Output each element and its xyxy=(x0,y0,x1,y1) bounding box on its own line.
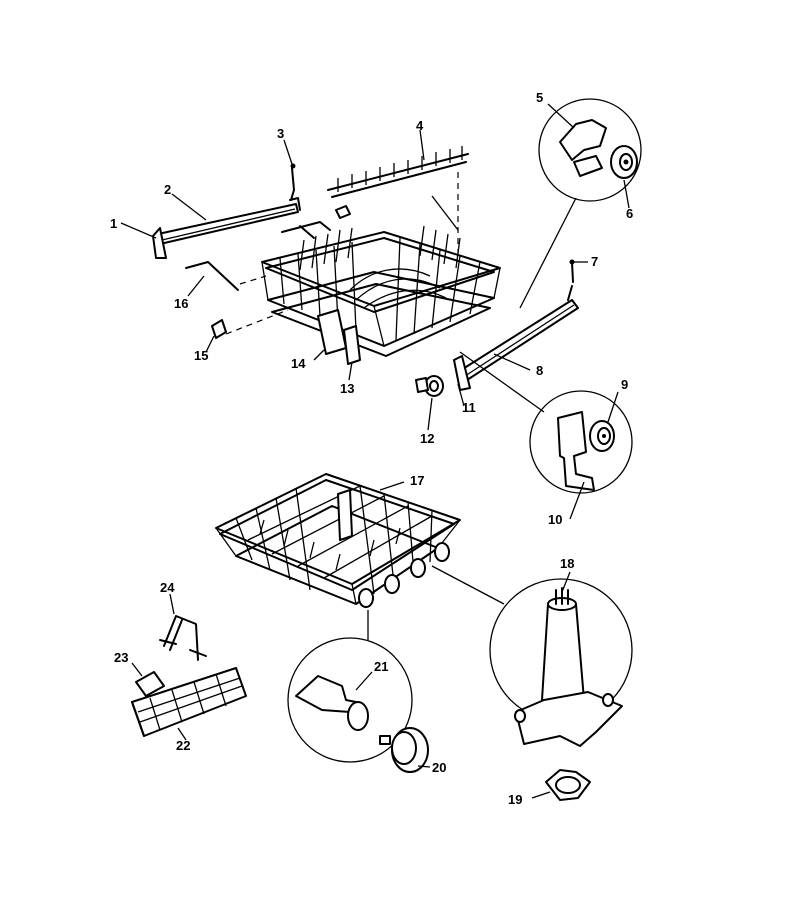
part-left-rack-rail xyxy=(152,197,301,259)
callout-14: 14 xyxy=(291,356,306,371)
callout-7: 7 xyxy=(591,254,598,269)
part-basket-lid-23 xyxy=(135,671,165,697)
callout-23: 23 xyxy=(114,650,128,665)
detail-circle-20-21 xyxy=(287,637,429,773)
leader-lines xyxy=(120,103,630,799)
upper-rack-basket xyxy=(261,225,501,365)
part-silverware-basket-22 xyxy=(131,667,247,737)
part-clip-upper xyxy=(335,205,351,219)
callout-6: 6 xyxy=(626,206,633,221)
alignment-dashed-lines xyxy=(225,172,459,335)
callout-13: 13 xyxy=(340,381,354,396)
detail-circle-5-6 xyxy=(538,98,642,202)
callout-16: 16 xyxy=(174,296,188,311)
callout-18: 18 xyxy=(560,556,574,571)
callout-labels: 1 2 3 4 5 6 7 8 9 10 11 12 13 14 15 16 1… xyxy=(110,90,633,807)
callout-4: 4 xyxy=(416,118,424,133)
part-clip-15 xyxy=(211,319,227,339)
callout-10: 10 xyxy=(548,512,562,527)
callout-1: 1 xyxy=(110,216,117,231)
callout-8: 8 xyxy=(536,363,543,378)
detail-circle-18 xyxy=(489,578,633,747)
callout-21: 21 xyxy=(374,659,388,674)
part-pin-7 xyxy=(569,259,575,283)
callout-12: 12 xyxy=(420,431,434,446)
callout-17: 17 xyxy=(410,473,424,488)
detail-circle-9-10 xyxy=(529,390,633,494)
callout-24: 24 xyxy=(160,580,175,595)
callout-2: 2 xyxy=(164,182,171,197)
part-wire-bracket xyxy=(185,221,331,291)
callout-22: 22 xyxy=(176,738,190,753)
part-basket-handle-24 xyxy=(159,615,207,661)
callout-9: 9 xyxy=(621,377,628,392)
callout-20: 20 xyxy=(432,760,446,775)
part-pin-3 xyxy=(290,163,296,201)
part-tine-row xyxy=(327,146,469,198)
callout-11: 11 xyxy=(462,400,476,415)
callout-15: 15 xyxy=(194,348,208,363)
callout-19: 19 xyxy=(508,792,522,807)
lower-rack-basket xyxy=(215,473,461,608)
callout-5: 5 xyxy=(536,90,543,105)
part-gasket-19 xyxy=(545,769,591,801)
part-right-rack-rail xyxy=(453,285,579,391)
detail-connector-lines xyxy=(367,195,577,640)
part-roller-12 xyxy=(415,375,444,397)
callout-3: 3 xyxy=(277,126,284,141)
